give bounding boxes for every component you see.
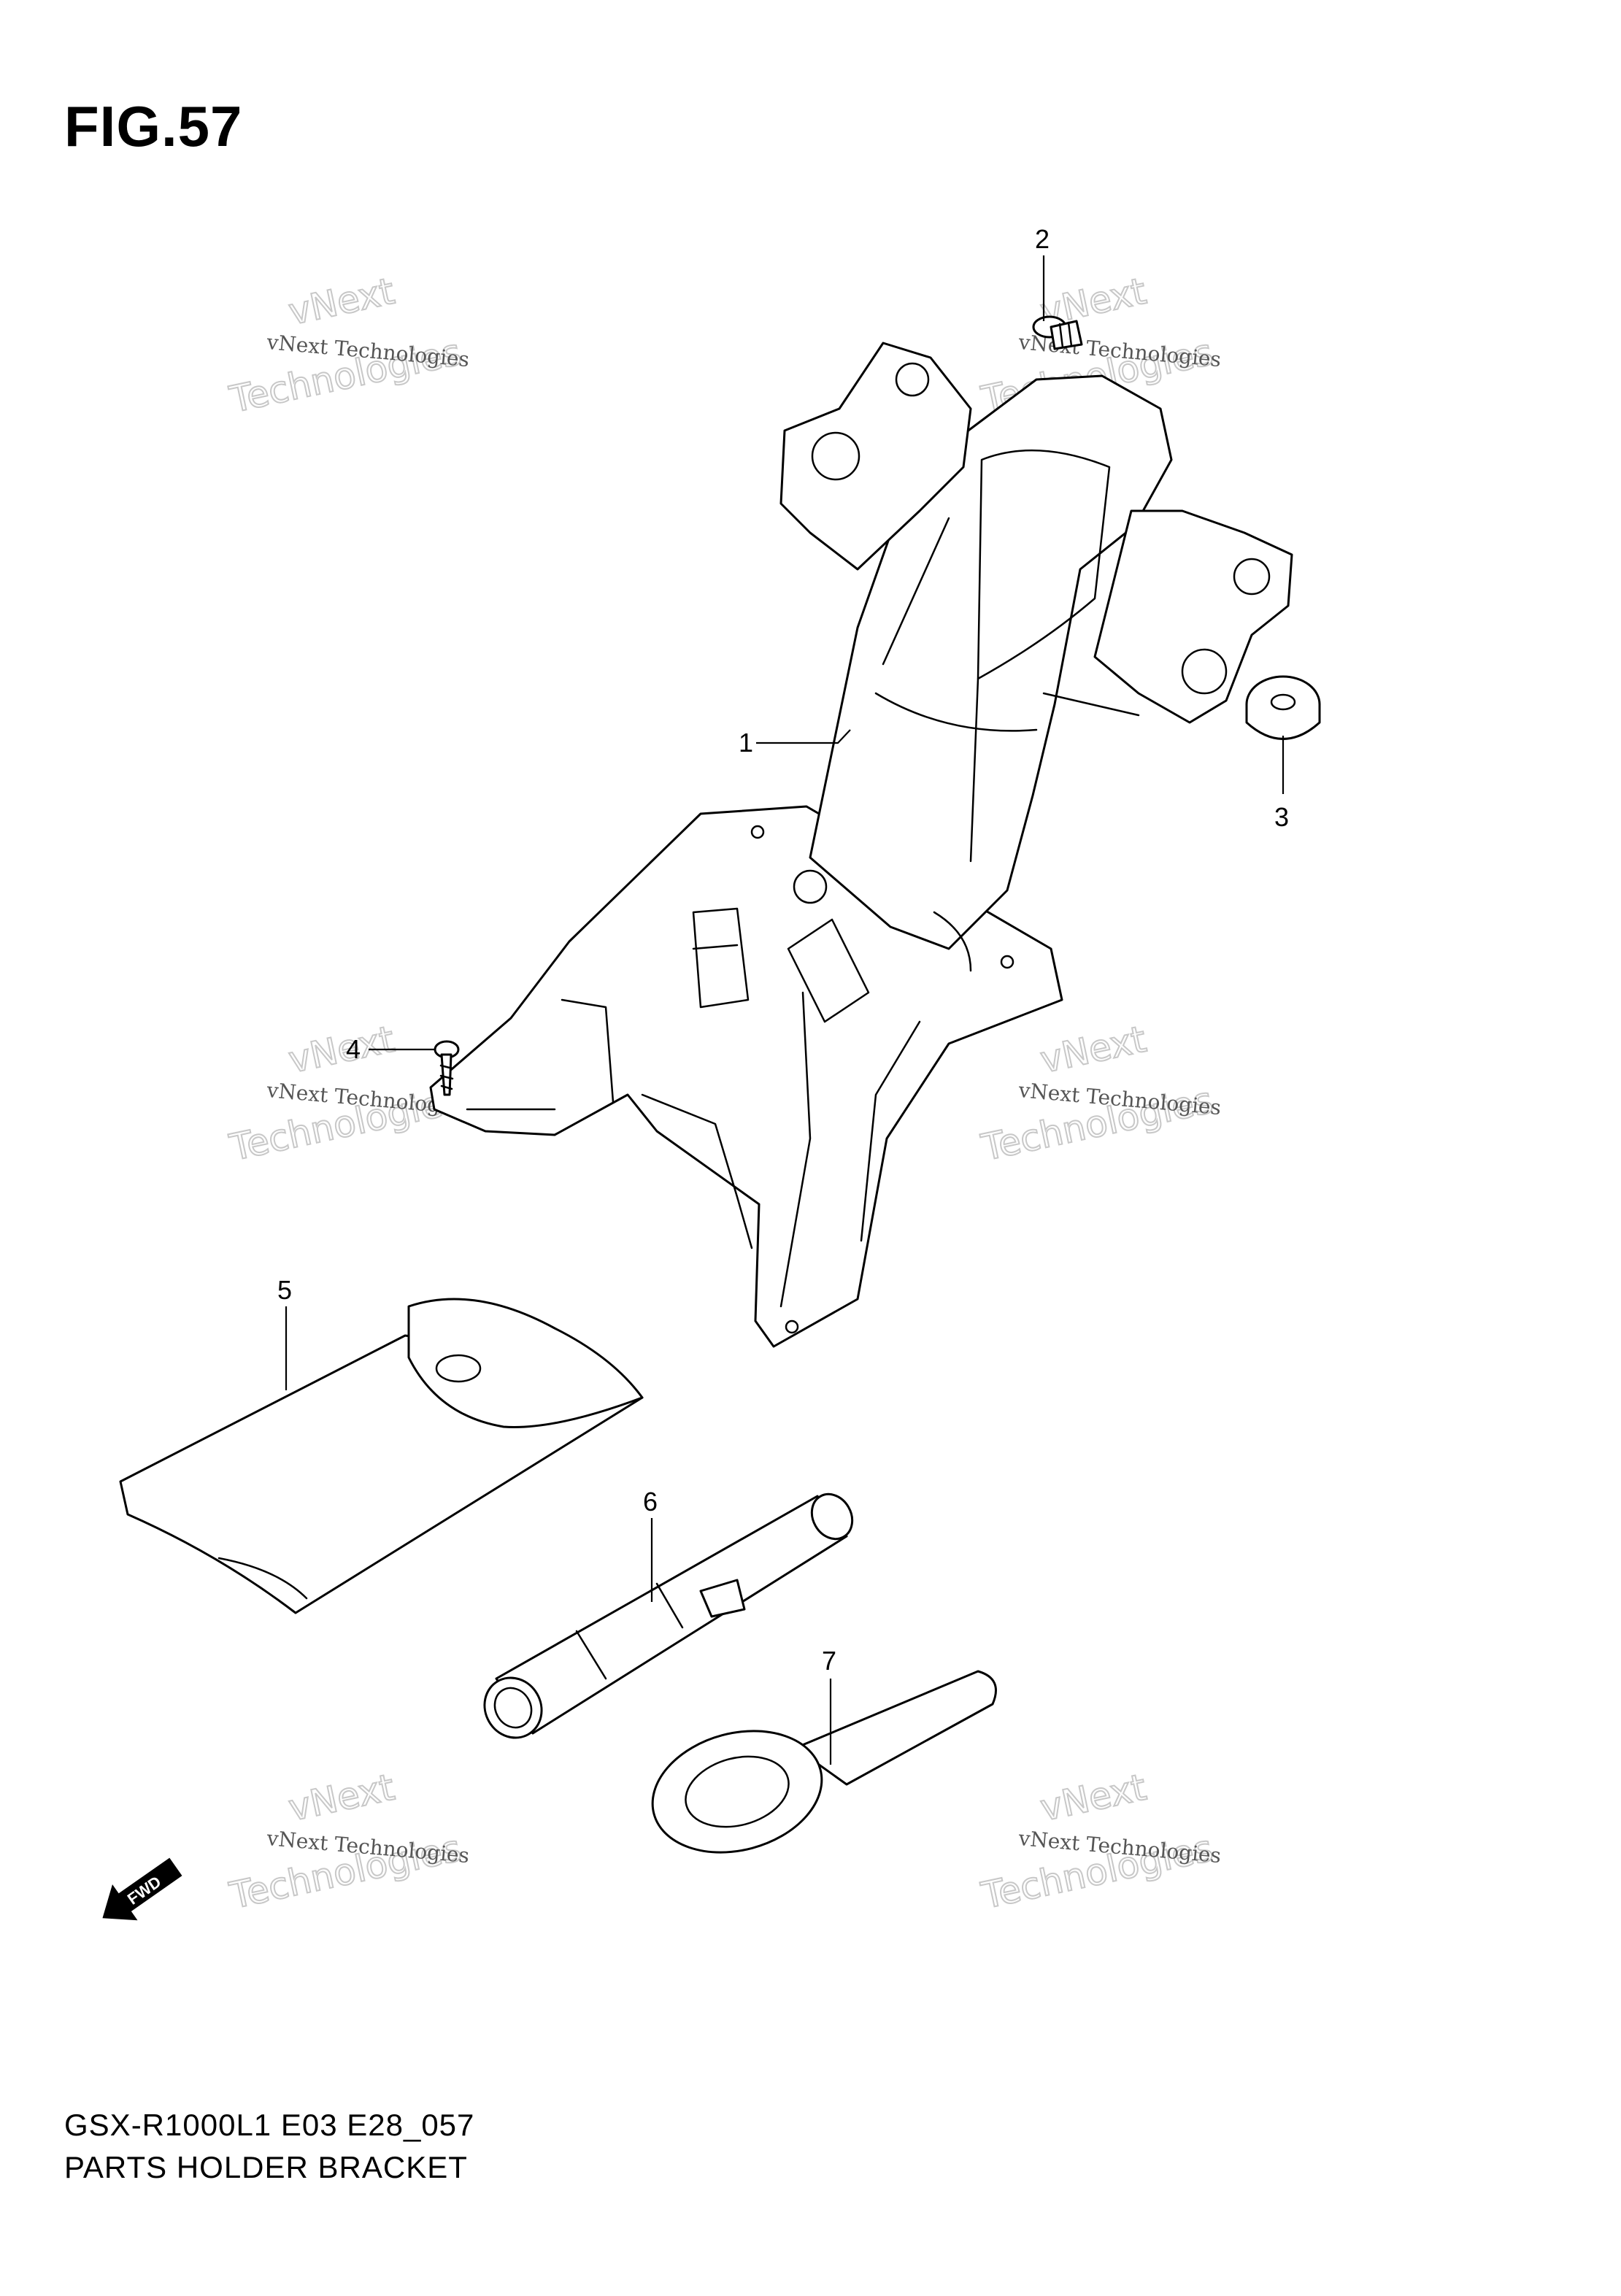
svg-text:vNext: vNext [1036, 1766, 1150, 1830]
model-code: GSX-R1000L1 E03 E28_057 [64, 2108, 475, 2142]
callout-1: 1 [739, 728, 753, 758]
svg-text:vNext: vNext [285, 1766, 398, 1830]
callout-7: 7 [822, 1646, 836, 1676]
part-6-box-wrench [483, 1492, 854, 1739]
callout-4: 4 [346, 1034, 361, 1064]
callout-6: 6 [643, 1487, 658, 1517]
watermark-mid-right: vNext Technologies vNext Technologies [977, 1017, 1222, 1170]
part-5-tool-bag [119, 1298, 644, 1614]
part-1-holder-bracket [429, 342, 1293, 1348]
callout-3: 3 [1274, 802, 1289, 832]
watermark-top-left: vNext Technologies vNext Technologies [225, 269, 470, 422]
fwd-arrow-icon: FWD [102, 1857, 182, 1921]
part-7-spanner [651, 1670, 997, 1854]
svg-text:vNext: vNext [1036, 1018, 1150, 1082]
part-3-cushion [1245, 675, 1321, 740]
watermark-bottom-right: vNext Technologies vNext Technologies [977, 1765, 1222, 1918]
diagram-name: PARTS HOLDER BRACKET [64, 2150, 468, 2184]
leader-lines [285, 255, 1285, 1765]
part-4-screw [434, 1040, 460, 1096]
watermark-bottom-left: vNext Technologies vNext Technologies [225, 1765, 470, 1918]
svg-text:vNext: vNext [285, 270, 398, 334]
part-2-screw [1032, 315, 1083, 350]
callout-2: 2 [1035, 224, 1050, 254]
callout-5: 5 [277, 1275, 292, 1305]
figure-title: FIG.57 [64, 94, 243, 158]
